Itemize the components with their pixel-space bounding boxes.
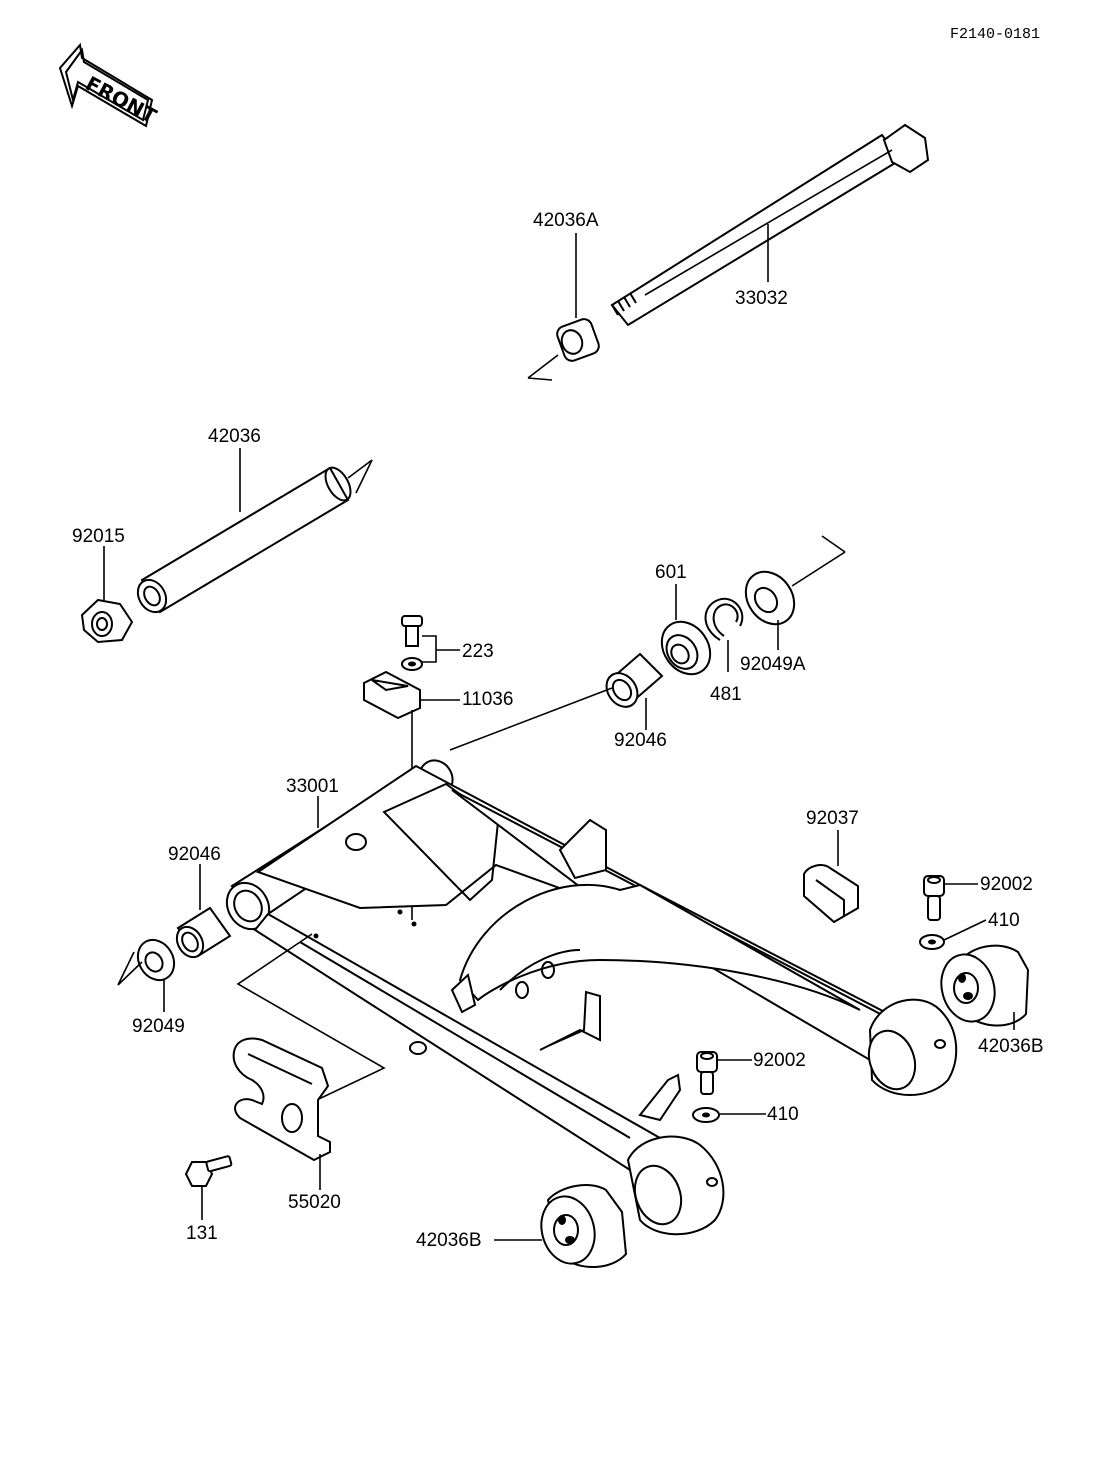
- long-sleeve: [136, 466, 352, 614]
- label-55020: 55020: [288, 1192, 341, 1213]
- screw-223: [401, 615, 423, 671]
- needle-bearing-left: [175, 906, 232, 959]
- ball-bearing-601: [660, 620, 712, 676]
- chain-guard-55020: [232, 1037, 331, 1162]
- seal-92049: [136, 938, 176, 982]
- washer-410-mid: [692, 1107, 720, 1123]
- label-42036: 42036: [208, 426, 261, 447]
- label-92046-left: 92046: [168, 844, 221, 865]
- swingarm-33001: [225, 759, 958, 1236]
- label-92046-top: 92046: [614, 730, 667, 751]
- label-92049A: 92049A: [740, 654, 806, 675]
- label-42036A: 42036A: [533, 210, 599, 231]
- label-92049: 92049: [132, 1016, 185, 1037]
- nut-92015: [80, 598, 134, 644]
- label-92002-mid: 92002: [753, 1050, 806, 1071]
- circlip-481: [704, 597, 744, 641]
- pivot-shaft: [610, 123, 930, 327]
- label-42036B-bottom: 42036B: [416, 1230, 482, 1251]
- bolt-92002-mid: [696, 1051, 718, 1095]
- diagram-code: F2140-0181: [950, 26, 1040, 43]
- label-11036: 11036: [462, 689, 513, 710]
- needle-bearing-top: [605, 652, 664, 708]
- label-410-mid: 410: [767, 1104, 799, 1125]
- label-223: 223: [462, 641, 494, 662]
- seal-92049A: [744, 570, 796, 626]
- label-601: 601: [655, 562, 687, 583]
- front-arrow-icon: FRONT: [58, 42, 161, 128]
- label-481: 481: [710, 684, 742, 705]
- label-92002-right: 92002: [980, 874, 1033, 895]
- bolt-92002-right: [923, 875, 945, 921]
- bracket-92037: [803, 864, 859, 924]
- label-92015: 92015: [72, 526, 125, 547]
- washer-410-right: [919, 934, 945, 950]
- bolt-131: [184, 1155, 233, 1187]
- label-92037: 92037: [806, 808, 859, 829]
- collar-42036A: [556, 318, 600, 362]
- label-42036B-right: 42036B: [978, 1036, 1044, 1057]
- label-131: 131: [186, 1223, 218, 1244]
- eccentric-42036B-bottom: [540, 1184, 628, 1269]
- label-410-right: 410: [988, 910, 1020, 931]
- label-33032: 33032: [735, 288, 788, 309]
- guide-11036: [363, 670, 421, 720]
- label-33001: 33001: [286, 776, 339, 797]
- eccentric-42036B-right: [940, 944, 1030, 1027]
